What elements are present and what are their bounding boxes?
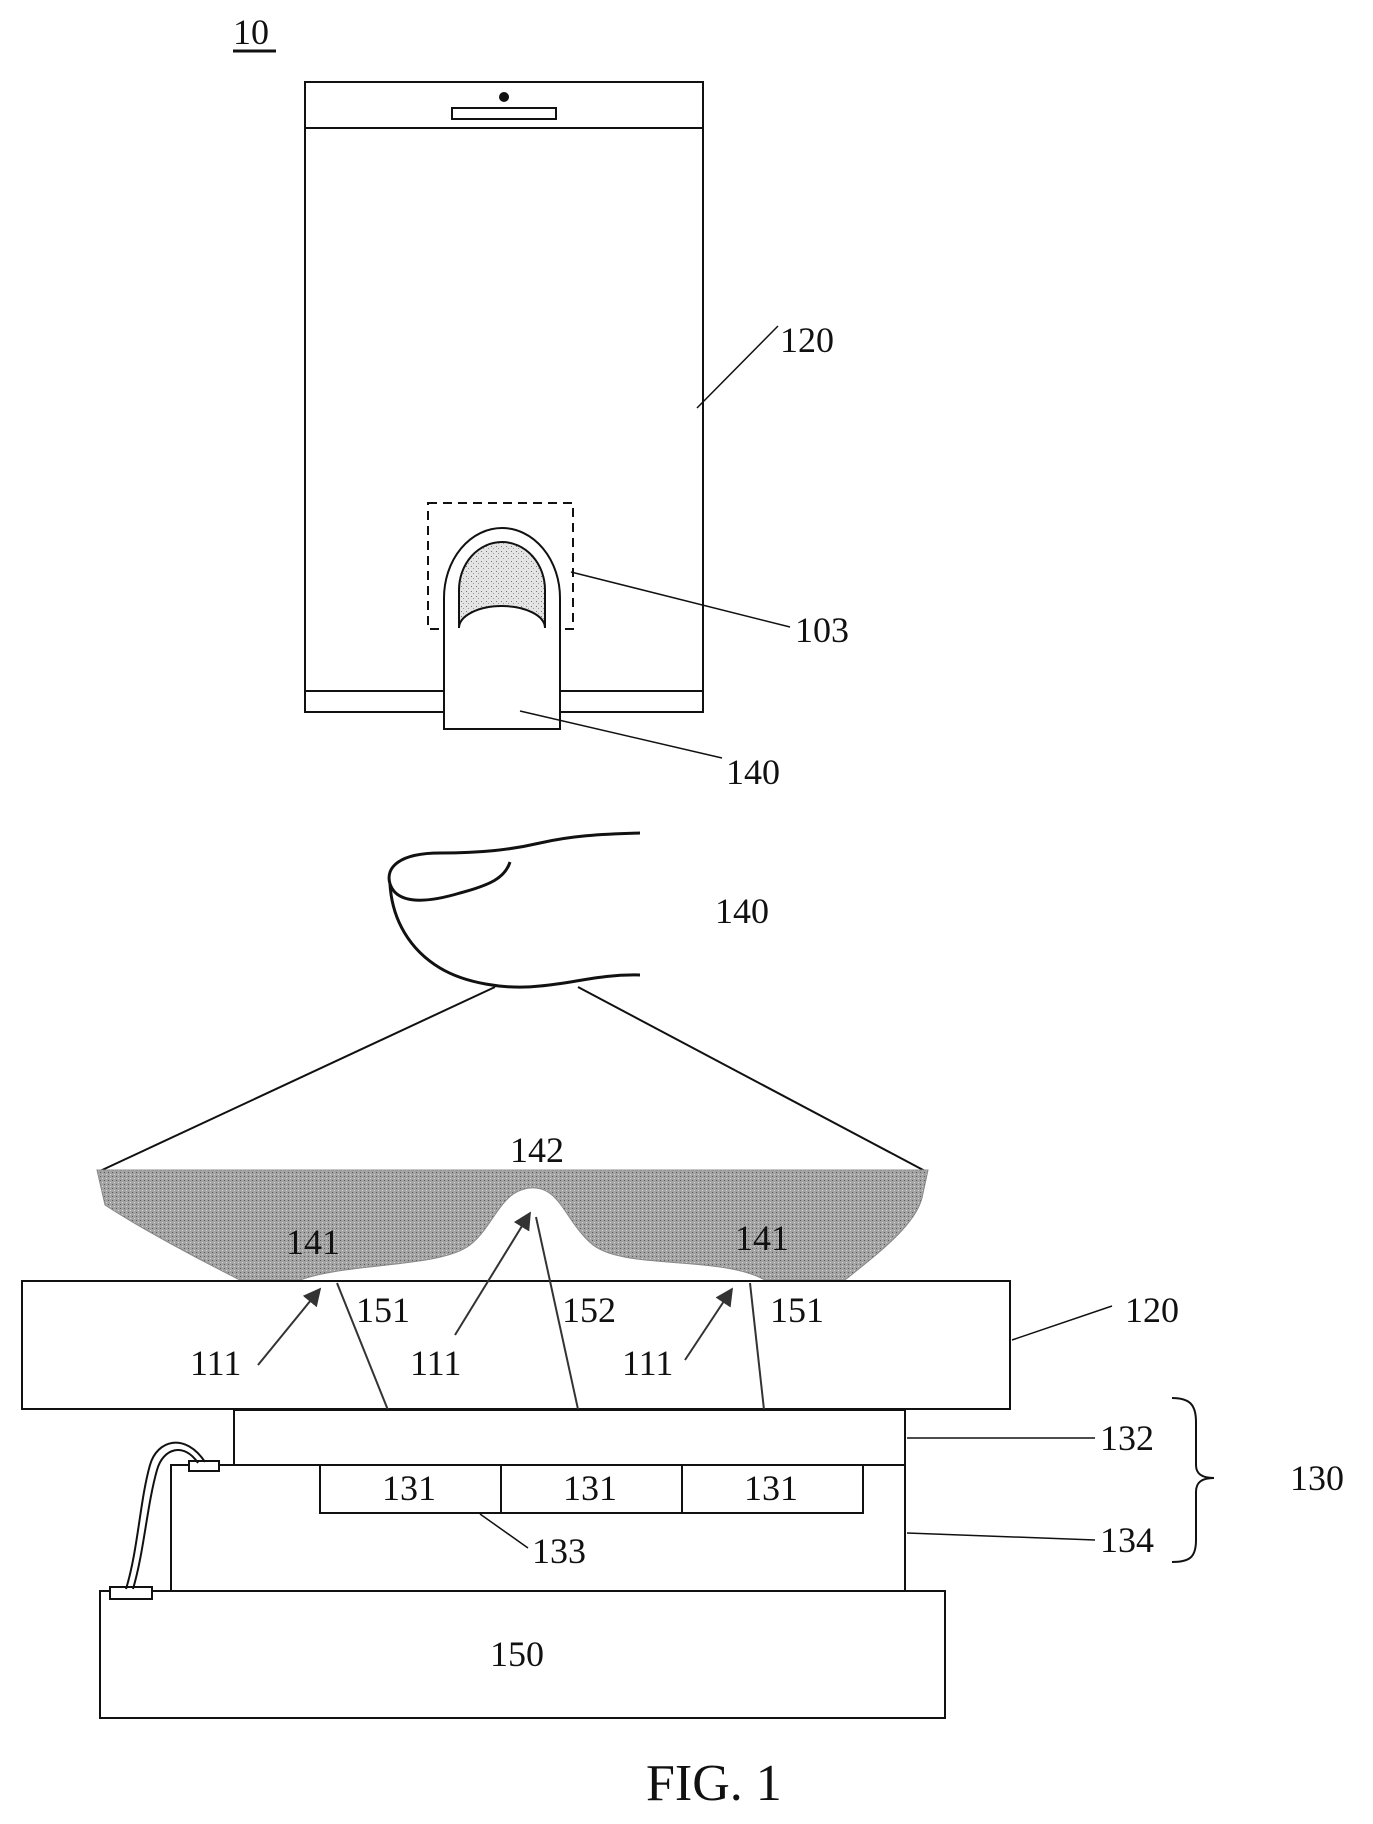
zoom-line-left	[100, 987, 495, 1171]
module-brace	[1172, 1398, 1214, 1562]
finger-side-view	[389, 833, 640, 987]
label-pixel-left: 131	[382, 1468, 436, 1508]
device-label: 10	[233, 12, 269, 52]
label-layer-134: 134	[1100, 1520, 1154, 1560]
label-finger-top: 140	[726, 752, 780, 792]
label-pixel-mid: 131	[563, 1468, 617, 1508]
label-light-151-right: 151	[770, 1290, 824, 1330]
leader-120-top	[697, 326, 778, 408]
label-light-151-left: 151	[356, 1290, 410, 1330]
label-array-133: 133	[532, 1531, 586, 1571]
leader-134	[907, 1533, 1095, 1540]
label-valley: 142	[510, 1130, 564, 1170]
label-ridge-right: 141	[735, 1218, 789, 1258]
flex-pad-bottom	[110, 1587, 152, 1599]
label-pixel-right: 131	[744, 1468, 798, 1508]
leader-140-top	[520, 711, 722, 758]
zoom-line-right	[578, 987, 925, 1171]
layer-132	[234, 1410, 905, 1465]
label-layer-132: 132	[1100, 1418, 1154, 1458]
earpiece-slot	[452, 108, 556, 119]
label-display-bottom: 120	[1125, 1290, 1179, 1330]
leader-120-bottom	[1012, 1306, 1112, 1340]
label-incident-right: 111	[622, 1343, 673, 1383]
finger-nail-outline	[389, 833, 640, 900]
label-incident-mid: 111	[410, 1343, 461, 1383]
front-camera-dot	[499, 92, 509, 102]
finger-on-phone	[444, 528, 560, 729]
label-finger-mid: 140	[715, 891, 769, 931]
flex-pad-top	[189, 1461, 219, 1471]
label-module-130: 130	[1290, 1458, 1344, 1498]
figure-caption: FIG. 1	[646, 1755, 782, 1812]
label-sensing-area: 103	[795, 610, 849, 650]
label-ridge-left: 141	[286, 1222, 340, 1262]
label-light-152: 152	[562, 1290, 616, 1330]
label-display-top: 120	[780, 320, 834, 360]
display-layer	[22, 1281, 1010, 1409]
label-board-150: 150	[490, 1634, 544, 1674]
label-incident-left: 111	[190, 1343, 241, 1383]
leader-103	[571, 572, 790, 627]
fingertip-cross-section	[97, 1170, 928, 1280]
